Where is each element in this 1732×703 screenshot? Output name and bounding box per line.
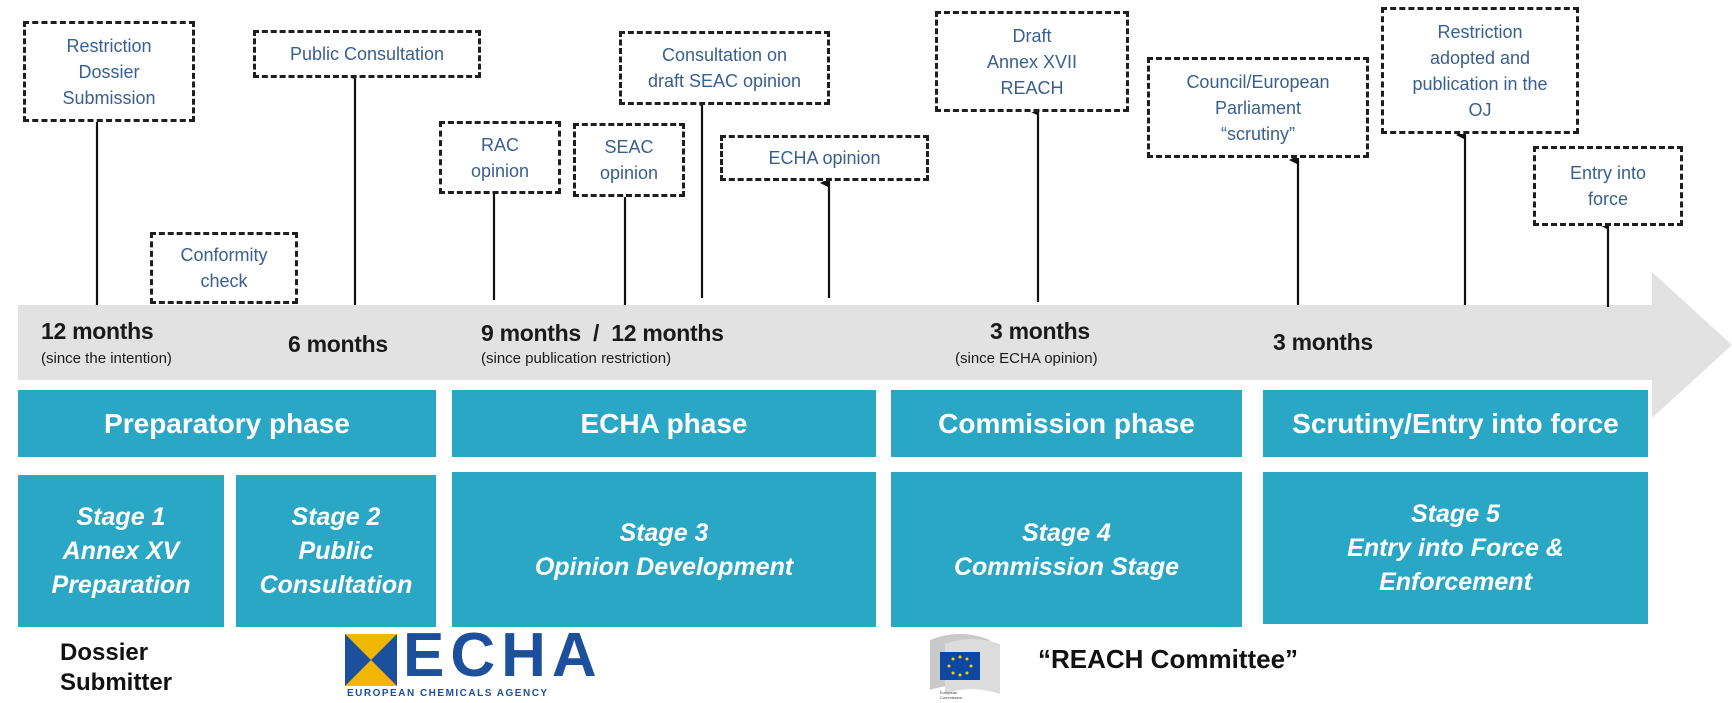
duration-4-note: (since ECHA opinion) (955, 350, 1098, 367)
preparatory-phase: Preparatory phase (18, 390, 436, 457)
restriction-adopted-box: Restriction adopted and publication in t… (1381, 7, 1579, 134)
conformity-check-label: Conformity check (180, 245, 268, 291)
stage-3: Stage 3 Opinion Development (452, 472, 876, 627)
restriction-dossier-box: Restriction Dossier Submission (23, 21, 195, 122)
scrutiny-phase: Scrutiny/Entry into force (1263, 390, 1648, 457)
draft-annex-box: Draft Annex XVII REACH (935, 11, 1129, 112)
timeline-arrow (18, 272, 1732, 418)
eu-flag-icon (930, 634, 1000, 694)
commission-phase: Commission phase (891, 390, 1242, 457)
seac-opinion-box: SEAC opinion (573, 123, 685, 197)
entry-into-force-box: Entry into force (1533, 146, 1683, 226)
rac-opinion-box: RAC opinion (439, 121, 561, 194)
rac-opinion-label: RAC opinion (470, 134, 530, 181)
echa-opinion-box: ECHA opinion (720, 135, 929, 181)
public-consultation-label: Public Consultation (289, 44, 445, 64)
duration-4: 3 months (990, 318, 1090, 344)
eu-commission-logo: European Commission (920, 628, 1020, 703)
draft-annex-label: Draft Annex XVII REACH (986, 25, 1078, 98)
echa-logo: ECHA EUROPEAN CHEMICALS AGENCY (345, 624, 615, 700)
restriction-dossier-label: Restriction Dossier Submission (62, 35, 156, 108)
duration-1: 12 months (41, 318, 154, 344)
entry-into-force-label: Entry into force (1569, 163, 1647, 209)
consultation-seac-label: Consultation on draft SEAC opinion (647, 45, 802, 91)
reach-committee-label: “REACH Committee” (1038, 644, 1299, 674)
echa-logo-subtitle: EUROPEAN CHEMICALS AGENCY (347, 688, 549, 699)
council-scrutiny-label: Council/European Parliament “scrutiny” (1186, 71, 1330, 144)
conformity-check-box: Conformity check (150, 232, 298, 304)
public-consultation-box: Public Consultation (253, 30, 481, 78)
stage-1: Stage 1 Annex XV Preparation (18, 475, 224, 627)
seac-opinion-label: SEAC opinion (599, 137, 659, 183)
stage-4: Stage 4 Commission Stage (891, 472, 1242, 627)
duration-5: 3 months (1273, 329, 1373, 355)
duration-3-note: (since publication restriction) (481, 350, 672, 367)
echa-phase: ECHA phase (452, 390, 876, 457)
duration-3: 9 months / 12 months (481, 320, 724, 346)
eu-logo-caption: European Commission (940, 690, 963, 700)
duration-1-note: (since the intention) (41, 350, 172, 367)
stage-2: Stage 2 Public Consultation (236, 475, 436, 627)
stage-5: Stage 5 Entry into Force & Enforcement (1263, 472, 1648, 624)
council-scrutiny-box: Council/European Parliament “scrutiny” (1147, 57, 1369, 158)
echa-logo-word: ECHA (403, 621, 603, 690)
consultation-seac-box: Consultation on draft SEAC opinion (619, 31, 830, 105)
echa-logo-icon (345, 634, 397, 686)
echa-opinion-label: ECHA opinion (768, 148, 881, 168)
dossier-submitter-label: Dossier Submitter (60, 639, 173, 696)
restriction-adopted-label: Restriction adopted and publication in t… (1412, 21, 1548, 120)
duration-2: 6 months (288, 331, 388, 357)
